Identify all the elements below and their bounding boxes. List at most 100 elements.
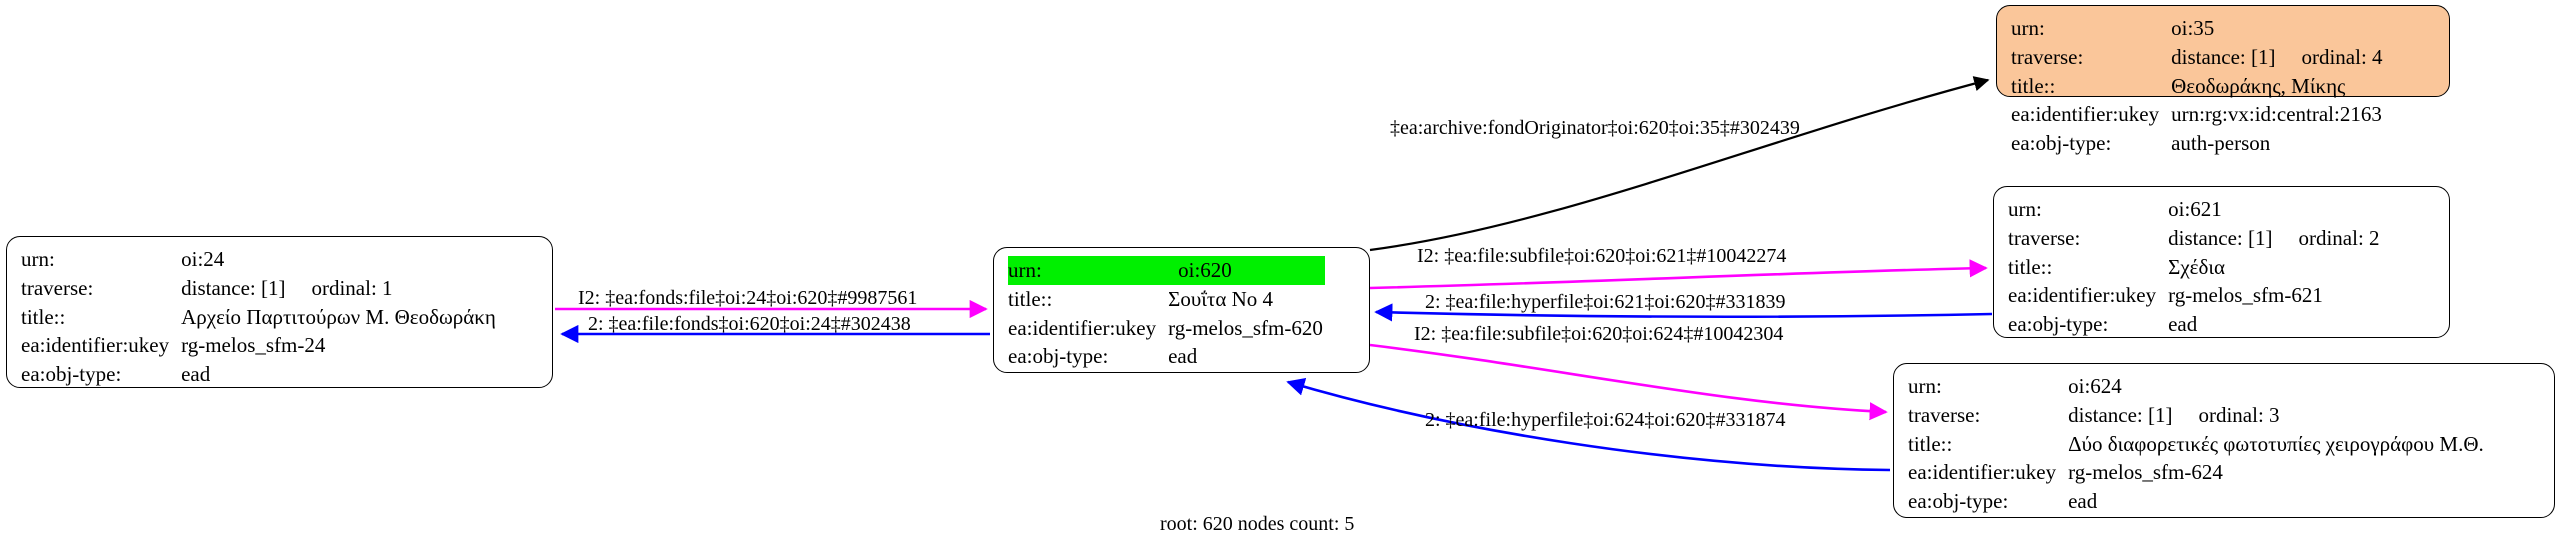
node-row: ea:obj-type: ead xyxy=(1008,342,1325,371)
field-value: rg-melos_sfm-620 xyxy=(1168,315,1323,340)
field-value: Δύο διαφορετικές φωτοτυπίες χειρογράφου … xyxy=(2068,431,2484,456)
field-key: urn: xyxy=(2011,16,2045,40)
node-row-highlighted: urn: oi:620 xyxy=(1008,256,1325,285)
edge-label-hyperfile-621-620: 2: ‡ea:file:hyperfile‡oi:621‡oi:620‡#331… xyxy=(1425,291,1786,313)
node-oi-624[interactable]: urn: oi:624 traverse: distance: [1]ordin… xyxy=(1893,363,2555,518)
node-row: ea:obj-type: auth-person xyxy=(2011,129,2385,158)
node-row: ea:obj-type: ead xyxy=(1908,487,2486,516)
field-value: ead xyxy=(1168,344,1198,369)
ordinal-value: ordinal: 3 xyxy=(2198,402,2280,427)
ordinal-value: ordinal: 2 xyxy=(2298,225,2380,250)
field-value: ead xyxy=(2068,489,2098,514)
field-value: rg-melos_sfm-624 xyxy=(2068,460,2223,485)
field-key: urn: xyxy=(1008,256,1169,285)
field-key: ea:obj-type: xyxy=(1908,489,2009,514)
field-value: oi:24 xyxy=(181,247,225,271)
field-key: ea:identifier:ukey xyxy=(2008,283,2157,308)
field-key: ea:obj-type: xyxy=(1008,344,1109,369)
distance-value: distance: [1] xyxy=(2168,225,2273,250)
field-key: traverse: xyxy=(2011,44,2084,69)
field-value: Θεοδωράκης, Μίκης xyxy=(2171,73,2346,98)
node-row: title:: Δύο διαφορετικές φωτοτυπίες χειρ… xyxy=(1908,430,2486,459)
node-row: urn: oi:24 xyxy=(21,245,498,274)
field-value: rg-melos_sfm-24 xyxy=(181,333,326,358)
node-row: title:: Αρχείο Παρτιτούρων Μ. Θεοδωράκη xyxy=(21,303,498,332)
node-row: ea:identifier:ukey rg-melos_sfm-621 xyxy=(2008,281,2382,310)
node-field-table: urn: oi:24 traverse: distance: [1] ordina… xyxy=(21,245,498,389)
field-value: oi:621 xyxy=(2168,197,2222,221)
node-field-table: urn: oi:621 traverse: distance: [1] ordin… xyxy=(2008,195,2382,339)
node-row: urn: oi:621 xyxy=(2008,195,2382,224)
field-key: title:: xyxy=(2008,254,2053,279)
edge-label-hyperfile-624-620: 2: ‡ea:file:hyperfile‡oi:624‡oi:620‡#331… xyxy=(1425,409,1786,431)
node-row: ea:identifier:ukey rg-melos_sfm-24 xyxy=(21,331,498,360)
node-row: urn: oi:624 xyxy=(1908,372,2486,401)
distance-value: distance: [1] xyxy=(181,275,286,300)
node-field-table: urn: oi:624 traverse: distance: [1]ordin… xyxy=(1908,372,2486,516)
field-value: Σχέδια xyxy=(2168,254,2226,279)
field-value: Αρχείο Παρτιτούρων Μ. Θεοδωράκη xyxy=(181,304,496,329)
field-key: ea:identifier:ukey xyxy=(1908,460,2057,485)
field-value: distance: [1] ordinal: 3 xyxy=(2068,401,2486,430)
distance-value: distance: [1] xyxy=(2171,44,2276,69)
field-value: distance: [1] ordinal: 2 xyxy=(2168,224,2381,253)
field-key: ea:identifier:ukey xyxy=(1008,315,1157,340)
field-key: traverse: xyxy=(2008,225,2081,250)
field-value: ead xyxy=(181,362,211,387)
node-oi-621[interactable]: urn: oi:621 traverse: distance: [1] ordin… xyxy=(1993,186,2450,338)
node-field-table: urn: oi:620 title:: Σουΐτα No 4 ea:iden… xyxy=(1008,256,1325,371)
field-value: distance: [1] ordinal: 4 xyxy=(2171,43,2384,72)
node-row: traverse: distance: [1] ordinal: 2 xyxy=(2008,224,2382,253)
node-oi-24[interactable]: urn: oi:24 traverse: distance: [1] ordina… xyxy=(6,236,553,388)
node-row: traverse: distance: [1]ordinal: 3 xyxy=(1908,401,2486,430)
field-value: distance: [1] ordinal: 1 xyxy=(181,274,498,303)
edge-label-subfile-620-624: I2: ‡ea:file:subfile‡oi:620‡oi:624‡#1004… xyxy=(1414,323,1784,345)
field-key: title:: xyxy=(2011,73,2056,98)
edge-label-file-fonds-620-24: 2: ‡ea:file:fonds‡oi:620‡oi:24‡#302438 xyxy=(588,313,911,335)
field-key: ea:obj-type: xyxy=(21,362,122,387)
field-value: oi:620 xyxy=(1168,256,1325,285)
node-row: ea:obj-type: ead xyxy=(21,360,498,389)
node-row: urn: oi:35 xyxy=(2011,14,2385,43)
edge-label-fond-originator: ‡ea:archive:fondOriginator‡oi:620‡oi:35‡… xyxy=(1390,117,1800,139)
ordinal-value: ordinal: 1 xyxy=(311,275,393,300)
node-row: ea:identifier:ukey urn:rg:vx:id:central:… xyxy=(2011,100,2385,129)
field-key: urn: xyxy=(2008,197,2042,221)
field-value: auth-person xyxy=(2171,131,2271,156)
node-row: title:: Σχέδια xyxy=(2008,253,2382,282)
node-row: traverse: distance: [1] ordinal: 4 xyxy=(2011,43,2385,72)
field-key: title:: xyxy=(1908,431,1953,456)
field-value: rg-melos_sfm-621 xyxy=(2168,283,2323,308)
node-row: title:: Σουΐτα No 4 xyxy=(1008,285,1325,314)
node-row: ea:identifier:ukey rg-melos_sfm-624 xyxy=(1908,458,2486,487)
field-value: oi:624 xyxy=(2068,374,2122,398)
edge-subfile-620-621 xyxy=(1369,259,1988,290)
field-value: urn:rg:vx:id:central:2163 xyxy=(2171,102,2382,127)
edge-fond-originator xyxy=(1369,76,1990,252)
field-key: traverse: xyxy=(21,275,94,300)
node-row: title:: Θεοδωράκης, Μίκης xyxy=(2011,72,2385,101)
node-oi-35[interactable]: urn: oi:35 traverse: distance: [1] ordina… xyxy=(1996,5,2450,155)
field-value: Σουΐτα No 4 xyxy=(1168,286,1273,311)
node-field-table: urn: oi:35 traverse: distance: [1] ordina… xyxy=(2011,14,2385,158)
field-key: title:: xyxy=(21,304,66,329)
edge-label-subfile-620-621: I2: ‡ea:file:subfile‡oi:620‡oi:621‡#1004… xyxy=(1417,245,1787,267)
edge-subfile-620-624 xyxy=(1369,343,1888,421)
field-key: ea:obj-type: xyxy=(2008,312,2109,337)
field-key: title:: xyxy=(1008,286,1053,311)
field-key: urn: xyxy=(1908,374,1942,398)
field-key: ea:identifier:ukey xyxy=(21,333,170,358)
edge-label-fonds-file-24-620: I2: ‡ea:fonds:file‡oi:24‡oi:620‡#9987561 xyxy=(578,287,918,309)
field-key: urn: xyxy=(21,247,55,271)
node-row: ea:identifier:ukey rg-melos_sfm-620 xyxy=(1008,314,1325,343)
node-oi-620[interactable]: urn: oi:620 title:: Σουΐτα No 4 ea:iden… xyxy=(993,247,1370,373)
field-key: ea:identifier:ukey xyxy=(2011,102,2160,127)
node-row: traverse: distance: [1] ordinal: 1 xyxy=(21,274,498,303)
distance-value: distance: [1] xyxy=(2068,402,2173,427)
field-value: ead xyxy=(2168,312,2198,337)
graph-caption: root: 620 nodes count: 5 xyxy=(1160,513,1355,535)
field-value: oi:35 xyxy=(2171,16,2215,40)
ordinal-value: ordinal: 4 xyxy=(2301,44,2383,69)
field-key: ea:obj-type: xyxy=(2011,131,2112,156)
